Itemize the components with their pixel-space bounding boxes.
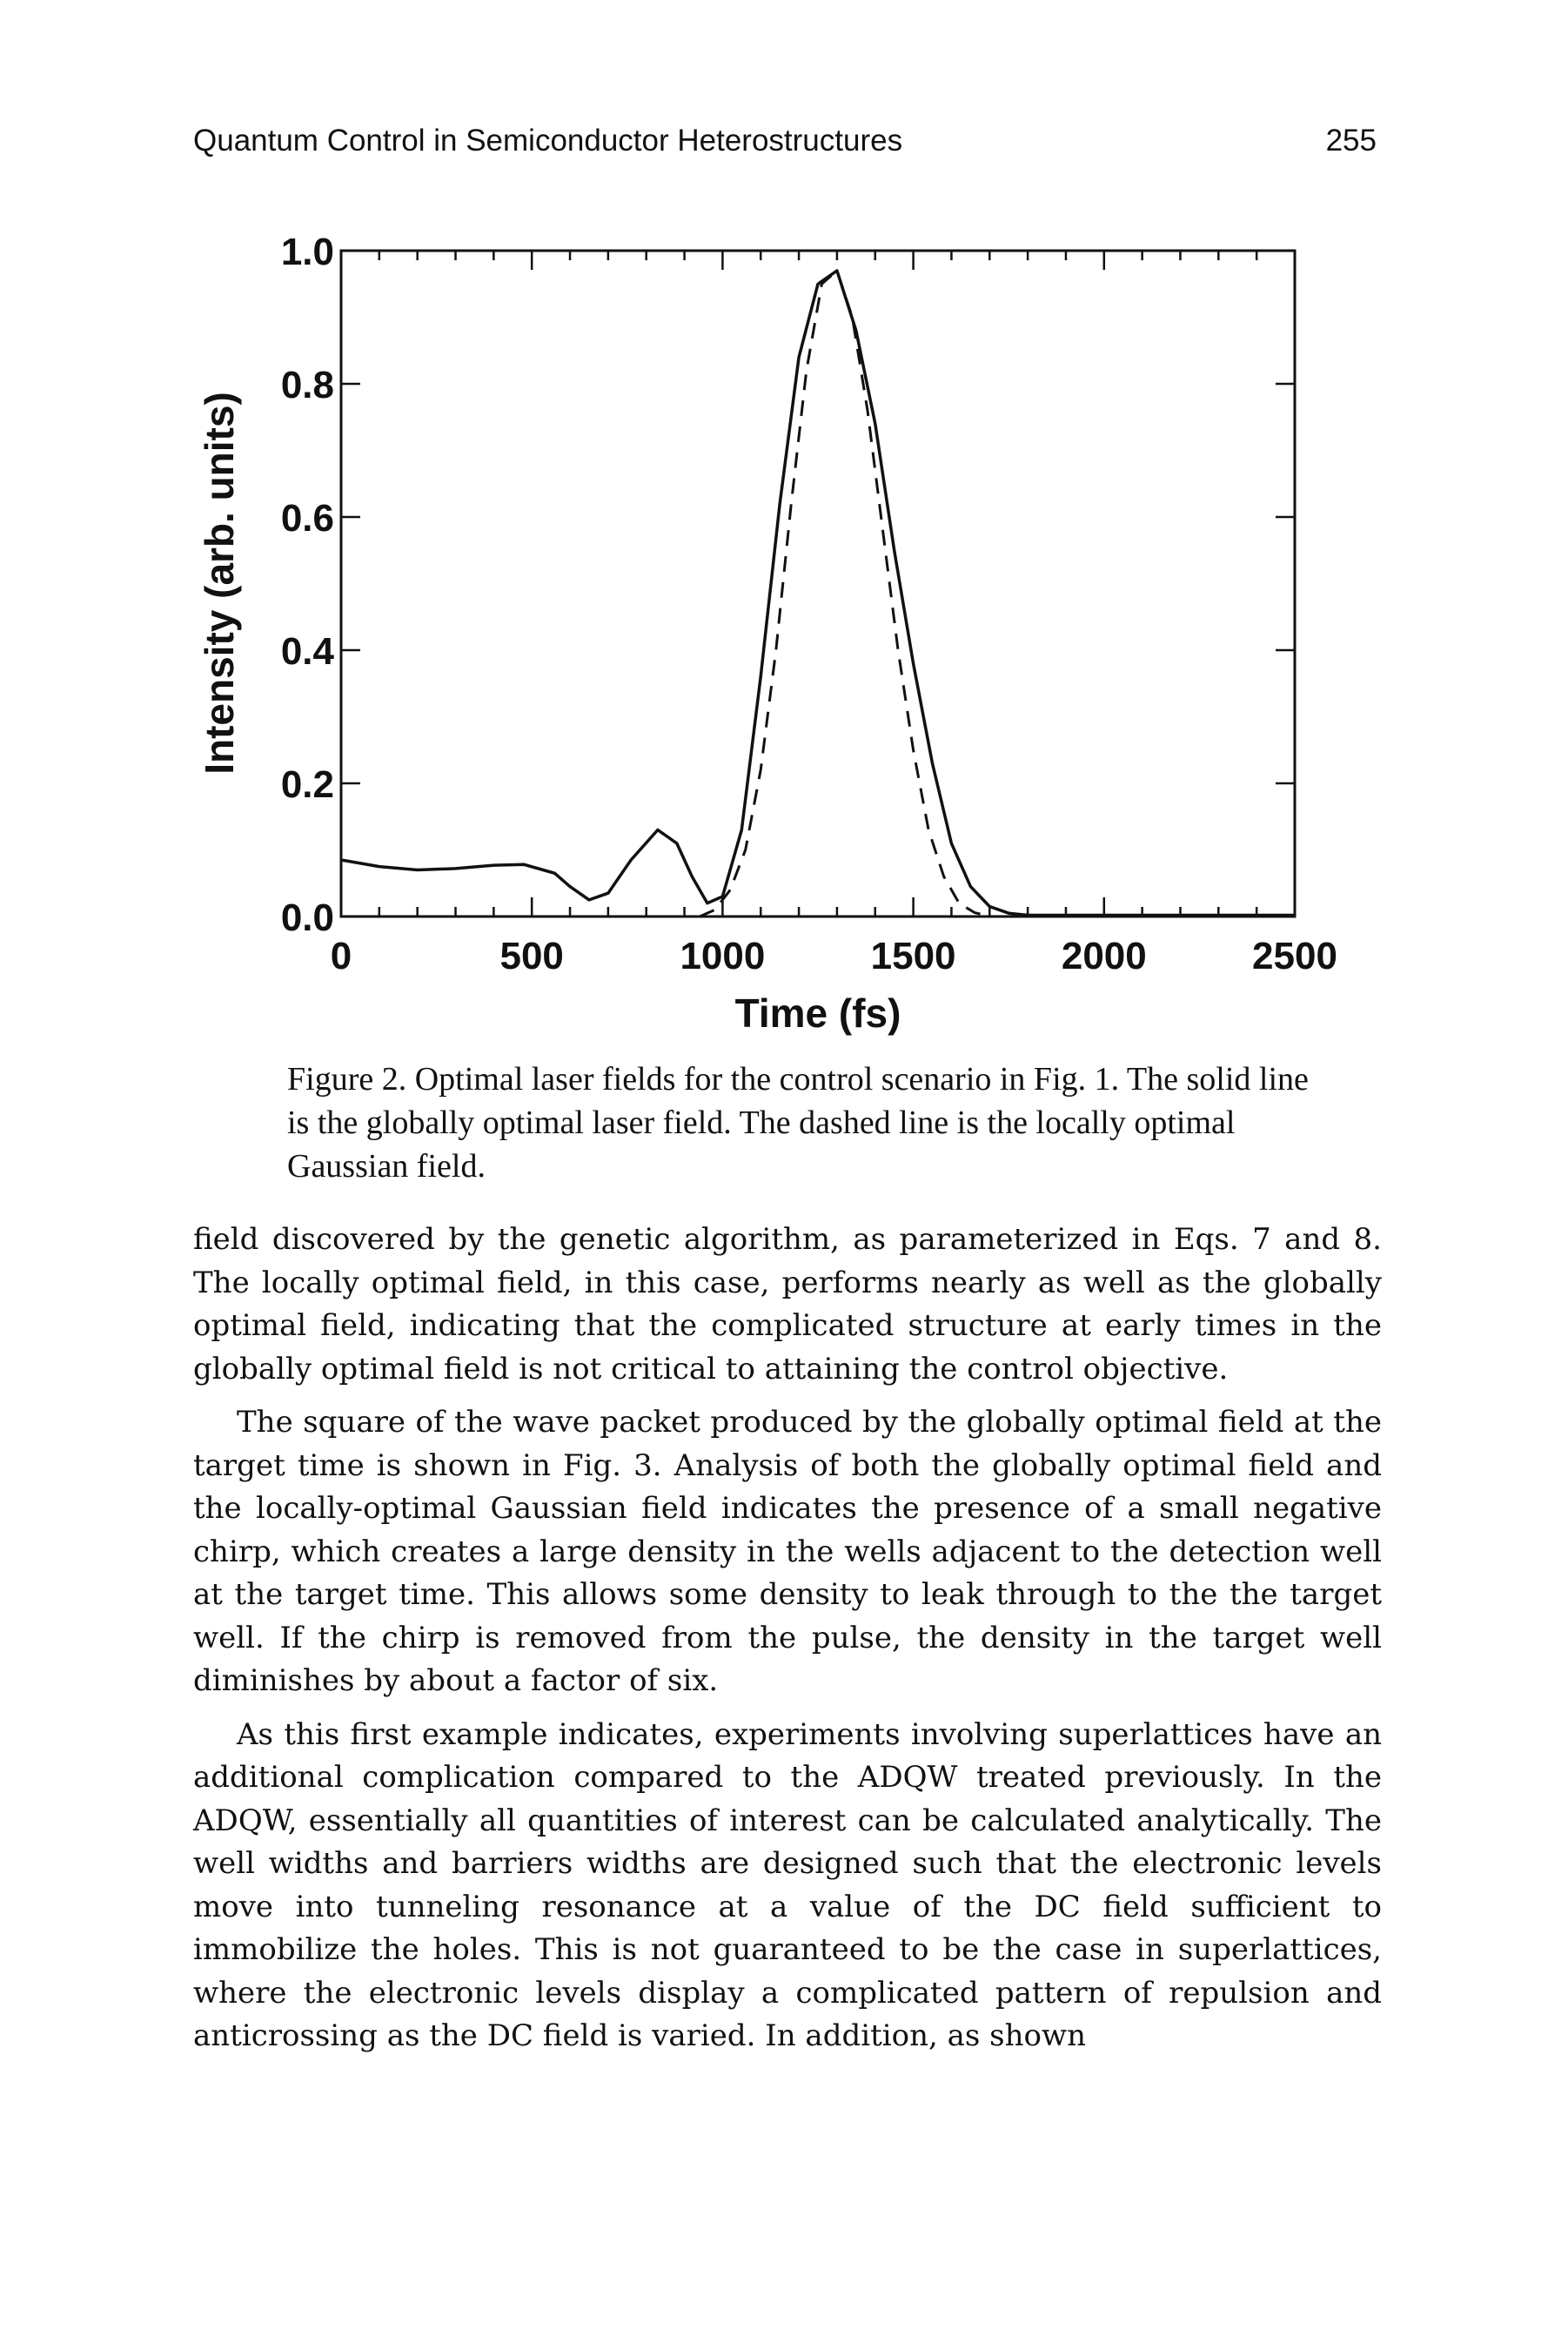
y-tick-label: 0.6 <box>281 497 334 540</box>
x-axis-title: Time (fs) <box>735 990 901 1036</box>
x-tick-label: 0 <box>331 935 352 977</box>
dashed-series-line <box>699 269 990 918</box>
paragraph-1: field discovered by the genetic algorith… <box>193 1222 1382 1386</box>
y-tick-label: 0.8 <box>281 364 334 406</box>
y-tick-label: 1.0 <box>281 231 334 273</box>
x-tick-labels: 0 500 1000 1500 2000 2500 <box>331 935 1337 977</box>
x-tick-label: 1500 <box>871 935 956 977</box>
plot-frame <box>339 249 1297 918</box>
figure-caption: Figure 2. Optimal laser fields for the c… <box>287 1061 1309 1185</box>
y-tick-label: 0.2 <box>281 763 334 806</box>
series-group <box>340 269 1295 918</box>
y-axis-title: Intensity (arb. units) <box>197 392 242 775</box>
y-tick-label: 0.0 <box>281 896 334 939</box>
solid-series-line <box>340 269 1295 917</box>
body-text: field discovered by the genetic algorith… <box>193 1219 1382 2058</box>
y-tick-labels: 0.0 0.2 0.4 0.6 0.8 1.0 <box>281 231 335 939</box>
y-tick-label: 0.4 <box>281 630 335 673</box>
paragraph-2: The square of the wave packet produced b… <box>193 1405 1382 1698</box>
page-number: 255 <box>1325 124 1377 158</box>
x-tick-label: 1000 <box>680 935 765 977</box>
x-tick-label: 500 <box>499 935 563 977</box>
paragraph-3: As this first example indicates, experim… <box>193 1716 1382 2054</box>
running-title: Quantum Control in Semiconductor Heteros… <box>193 124 903 158</box>
running-header: Quantum Control in Semiconductor Heteros… <box>193 124 1377 167</box>
tick-marks <box>341 251 1295 916</box>
x-tick-label: 2000 <box>1062 935 1147 977</box>
x-tick-label: 2500 <box>1252 935 1337 977</box>
